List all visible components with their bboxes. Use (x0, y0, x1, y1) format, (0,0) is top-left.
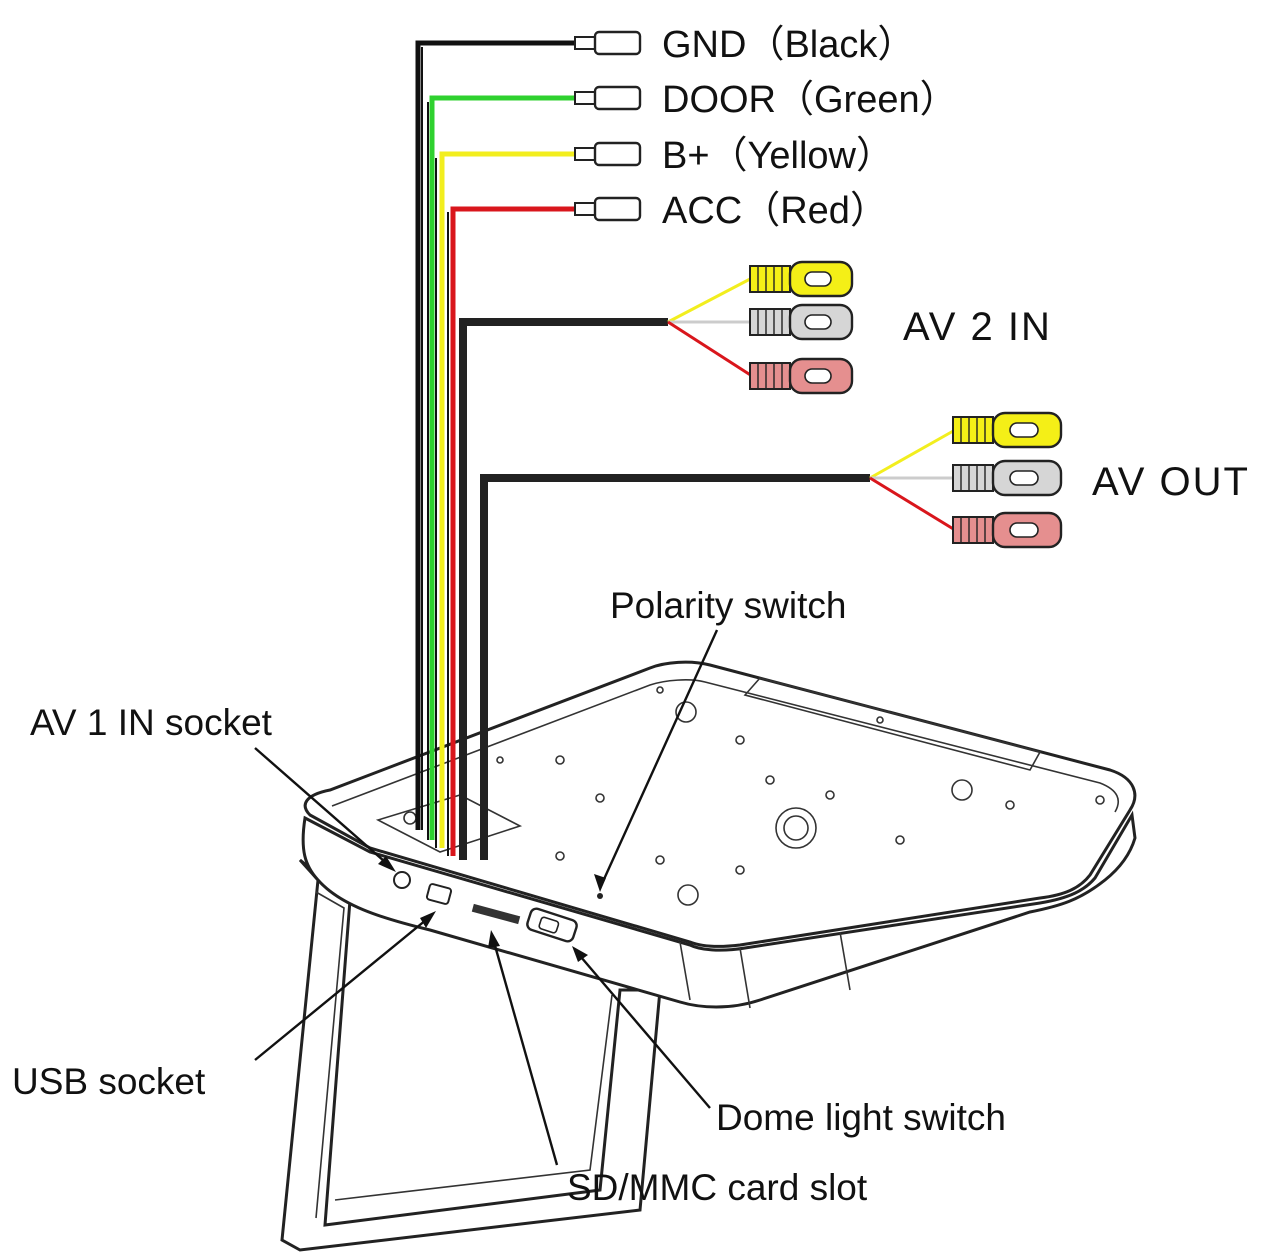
label-polarity-switch: Polarity switch (610, 585, 846, 626)
rca-plug-red (952, 511, 1063, 549)
label-avout: AV OUT (1092, 460, 1250, 504)
connector-door (574, 85, 642, 111)
rca-plug-yellow (749, 260, 854, 298)
label-av1-in-socket: AV 1 IN socket (30, 702, 273, 743)
avout-plugs (952, 411, 1063, 549)
label-usb-socket: USB socket (12, 1061, 206, 1102)
labels: GND（Black） DOOR（Green） B+（Yellow） ACC（Re… (12, 24, 1250, 1208)
label-av2in: AV 2 IN (903, 305, 1052, 349)
label-dome-light-switch: Dome light switch (716, 1097, 1006, 1138)
wire-door (429, 95, 580, 840)
avout-cable (480, 428, 956, 860)
callout-arrows (254, 629, 719, 1166)
label-gnd: GND（Black） (662, 24, 915, 66)
av2in-plugs (749, 260, 854, 395)
monitor-unit (280, 660, 1137, 1252)
av1-in-socket[interactable] (393, 871, 411, 889)
connector-gnd (574, 30, 642, 56)
rca-plug-white (749, 303, 854, 341)
mounting-holes (403, 686, 1105, 906)
wire-gnd (415, 40, 580, 830)
label-door: DOOR（Green） (662, 79, 958, 121)
power-wires (415, 40, 580, 856)
connector-bplus (574, 141, 642, 167)
sd-mmc-slot[interactable] (471, 903, 521, 925)
label-bplus: B+（Yellow） (662, 135, 894, 177)
polarity-switch[interactable] (597, 893, 603, 899)
wire-bplus (439, 151, 580, 848)
rca-plug-yellow (952, 411, 1063, 449)
label-sd-mmc-slot: SD/MMC card slot (567, 1167, 868, 1208)
connector-acc (574, 196, 642, 222)
rca-plug-red (749, 357, 854, 395)
usb-port[interactable] (425, 883, 453, 905)
label-acc: ACC（Red） (662, 190, 888, 232)
av2in-cable (459, 276, 753, 860)
wire-acc (450, 206, 580, 856)
power-connectors (574, 30, 642, 222)
rca-plug-white (952, 459, 1063, 497)
